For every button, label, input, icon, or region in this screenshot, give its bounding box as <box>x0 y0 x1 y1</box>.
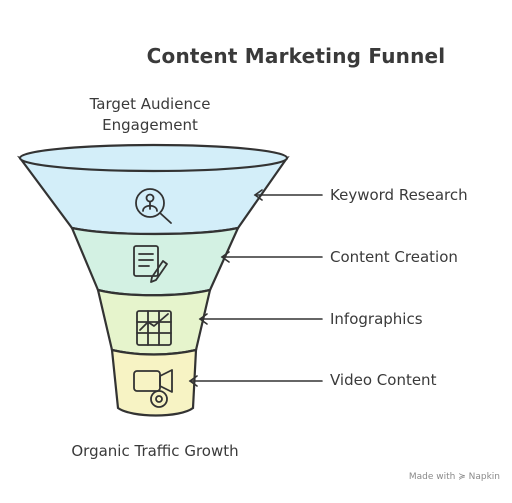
funnel-layer-video-content <box>110 348 198 417</box>
diagram-title: Content Marketing Funnel <box>146 44 446 68</box>
connector-arrows <box>188 189 323 387</box>
funnel-bottom-label: Organic Traffic Growth <box>71 442 239 460</box>
napkin-watermark: Made with ≽ Napkin <box>408 472 500 482</box>
arrowhead-infographics <box>198 313 208 325</box>
video-camera-icon <box>133 369 173 408</box>
stage-label-keyword-research: Keyword Research <box>330 186 468 204</box>
keyword-research-icon <box>135 188 172 224</box>
stage-label-video-content: Video Content <box>330 371 437 389</box>
infographic-chart-icon <box>136 310 172 346</box>
arrowhead-content-creation <box>220 251 230 263</box>
stage-label-content-creation: Content Creation <box>330 248 458 266</box>
stage-label-infographics: Infographics <box>330 310 423 328</box>
arrowhead-video-content <box>188 375 198 387</box>
arrowhead-keyword-research <box>253 189 263 201</box>
funnel-top-label: Target Audience Engagement <box>89 95 211 134</box>
funnel-rim <box>18 143 289 173</box>
funnel-layer-content-creation <box>70 226 240 297</box>
document-pencil-icon <box>133 245 168 283</box>
